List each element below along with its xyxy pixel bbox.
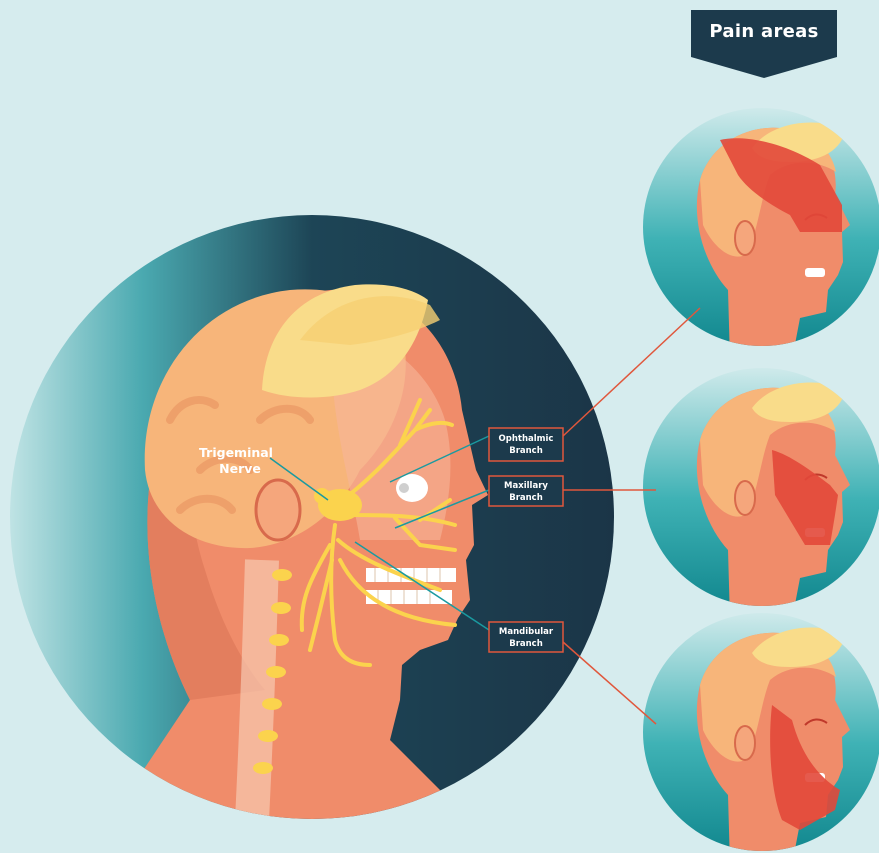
svg-text:Mandibular: Mandibular [499, 627, 554, 637]
pain-areas-title: Pain areas [691, 10, 837, 54]
pain-area-maxillary [643, 368, 879, 620]
mandibular-branch-label: Mandibular Branch [489, 622, 563, 652]
trigeminal-nerve-label-line2: Nerve [219, 461, 261, 476]
pain-area-ophthalmic [643, 108, 879, 360]
pain-area-mandibular [643, 613, 879, 853]
ophthalmic-branch-label: Ophthalmic Branch [489, 428, 563, 461]
svg-text:Branch: Branch [509, 493, 543, 503]
svg-text:Ophthalmic: Ophthalmic [499, 434, 554, 444]
trigeminal-nerve-label: Trigeminal [199, 445, 273, 460]
svg-text:Branch: Branch [509, 446, 543, 456]
maxillary-branch-label: Maxillary Branch [489, 476, 563, 506]
svg-text:Maxillary: Maxillary [504, 481, 548, 491]
pain-areas-badge: Pain areas [691, 10, 837, 78]
svg-text:Branch: Branch [509, 639, 543, 649]
